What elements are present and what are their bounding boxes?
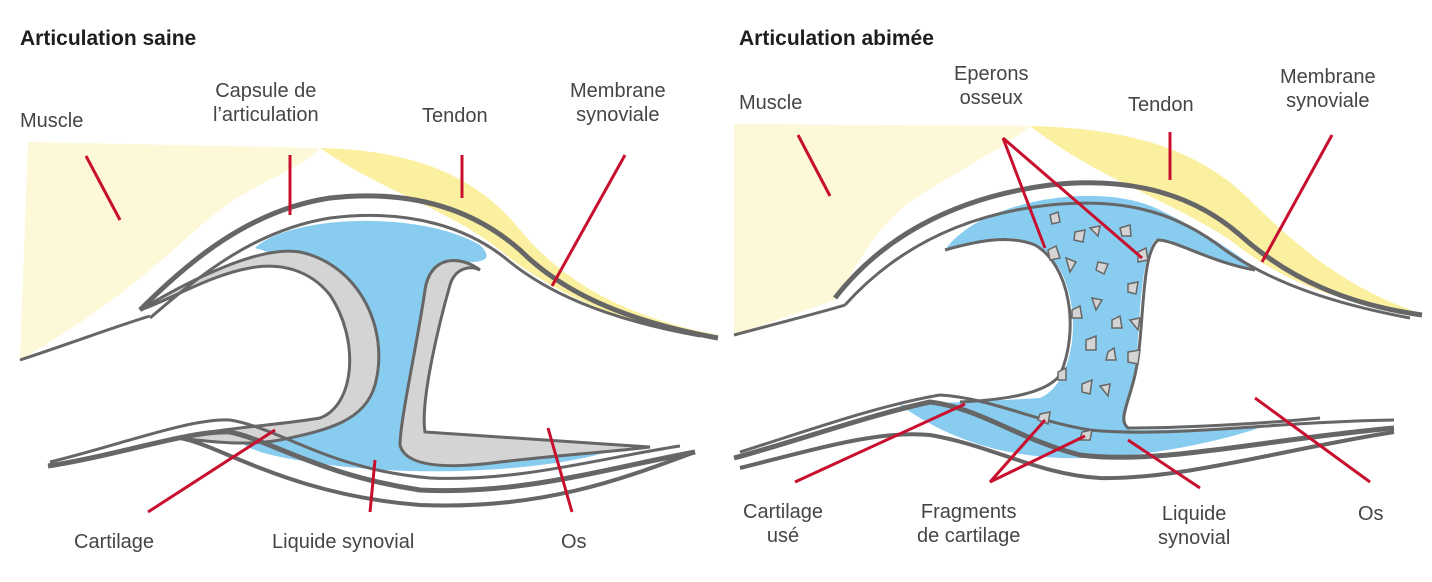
healthy-capsule-label-line1: Capsule de [215, 80, 317, 102]
healthy-liquide-leader [368, 459, 377, 513]
damaged-membrane-label: Membrane synoviale [1280, 65, 1376, 113]
damaged-cartilage-fragments [1037, 210, 1149, 441]
damaged-liquide-label-line1: Liquide [1161, 503, 1227, 525]
healthy-capsule-inner [149, 213, 701, 338]
damaged-capsule-inner [843, 201, 1411, 320]
healthy-capsule-label-line2: l’articulation [213, 104, 319, 126]
damaged-bone-lower-line [733, 399, 1395, 461]
healthy-cartilage-lower [398, 258, 651, 468]
damaged-liquide-label: Liquide synovial [1158, 502, 1230, 550]
damaged-fragments-label-line2: de cartilage [917, 525, 1021, 547]
healthy-membrane-label-line1: Membrane [570, 80, 666, 102]
healthy-joint-title: Articulation saine [20, 27, 197, 50]
damaged-synovial-fluid [900, 195, 1265, 459]
damaged-eperons-leader-1 [1001, 137, 1047, 249]
damaged-membrane-leader [1260, 134, 1334, 263]
healthy-tendon [320, 148, 718, 335]
damaged-cartilage-leader [794, 402, 966, 484]
damaged-muscle-leader [796, 134, 832, 197]
healthy-bone-lower-line2 [49, 418, 681, 480]
healthy-bone-lower-line [47, 429, 696, 494]
healthy-capsule-label: Capsule de l’articulation [213, 79, 319, 127]
healthy-capsule-outer [138, 193, 719, 341]
damaged-liquide-label-line2: synovial [1158, 527, 1231, 549]
damaged-tendon [1030, 126, 1422, 314]
damaged-bone-upper-right [1122, 238, 1321, 430]
damaged-fragments-leader-2 [989, 434, 1086, 484]
damaged-muscle [734, 124, 1030, 335]
damaged-eperons-label: Eperons osseux [954, 62, 1029, 110]
damaged-membrane-label-line1: Membrane [1280, 66, 1376, 88]
healthy-cartilage-leader [147, 428, 276, 514]
healthy-muscle-label: Muscle [20, 110, 84, 132]
damaged-cartilage-label: Cartilage usé [743, 500, 823, 548]
damaged-os-label: Os [1358, 503, 1384, 525]
damaged-cartilage-label-line1: Cartilage [743, 501, 824, 523]
healthy-membrane-label: Membrane synoviale [570, 79, 666, 127]
damaged-os-leader [1254, 396, 1371, 484]
damaged-eperons-label-line1: Eperons [954, 63, 1029, 85]
healthy-membrane-leader [550, 154, 627, 287]
damaged-fragments-label: Fragments de cartilage [917, 500, 1020, 548]
damaged-fragments-leader-1 [988, 419, 1047, 483]
healthy-muscle [20, 142, 320, 360]
healthy-joint-illustration [19, 142, 719, 508]
healthy-os-label: Os [561, 531, 587, 553]
healthy-muscle-leader [84, 155, 122, 221]
damaged-bone-lower-line3 [739, 430, 1395, 481]
healthy-bone-upper-line [19, 314, 151, 362]
healthy-cartilage-label: Cartilage [74, 531, 155, 553]
damaged-eperons-leader-2 [1002, 136, 1143, 260]
damaged-joint-title: Articulation abimée [739, 27, 934, 50]
healthy-tendon-label: Tendon [422, 105, 488, 127]
damaged-membrane-label-line2: synoviale [1286, 90, 1370, 112]
damaged-bone-upper-outline [733, 238, 1072, 404]
healthy-os-leader [546, 427, 574, 513]
healthy-bone-lower-line3 [179, 436, 696, 508]
damaged-bone-lower-line2 [739, 393, 1395, 454]
damaged-liquide-leader [1127, 438, 1201, 490]
damaged-cartilage-label-line2: usé [766, 525, 800, 547]
damaged-leader-lines [794, 132, 1371, 490]
damaged-fragments-label-line1: Fragments [920, 501, 1017, 523]
healthy-cartilage-upper [139, 249, 381, 445]
healthy-liquide-label: Liquide synovial [272, 531, 415, 553]
damaged-tendon-label: Tendon [1128, 94, 1194, 116]
damaged-capsule-outer [833, 180, 1423, 318]
damaged-muscle-label: Muscle [739, 92, 803, 114]
damaged-joint-illustration [733, 124, 1423, 481]
healthy-membrane-label-line2: synoviale [576, 104, 660, 126]
healthy-leader-lines [84, 154, 627, 514]
damaged-eperons-label-line2: osseux [959, 87, 1023, 109]
